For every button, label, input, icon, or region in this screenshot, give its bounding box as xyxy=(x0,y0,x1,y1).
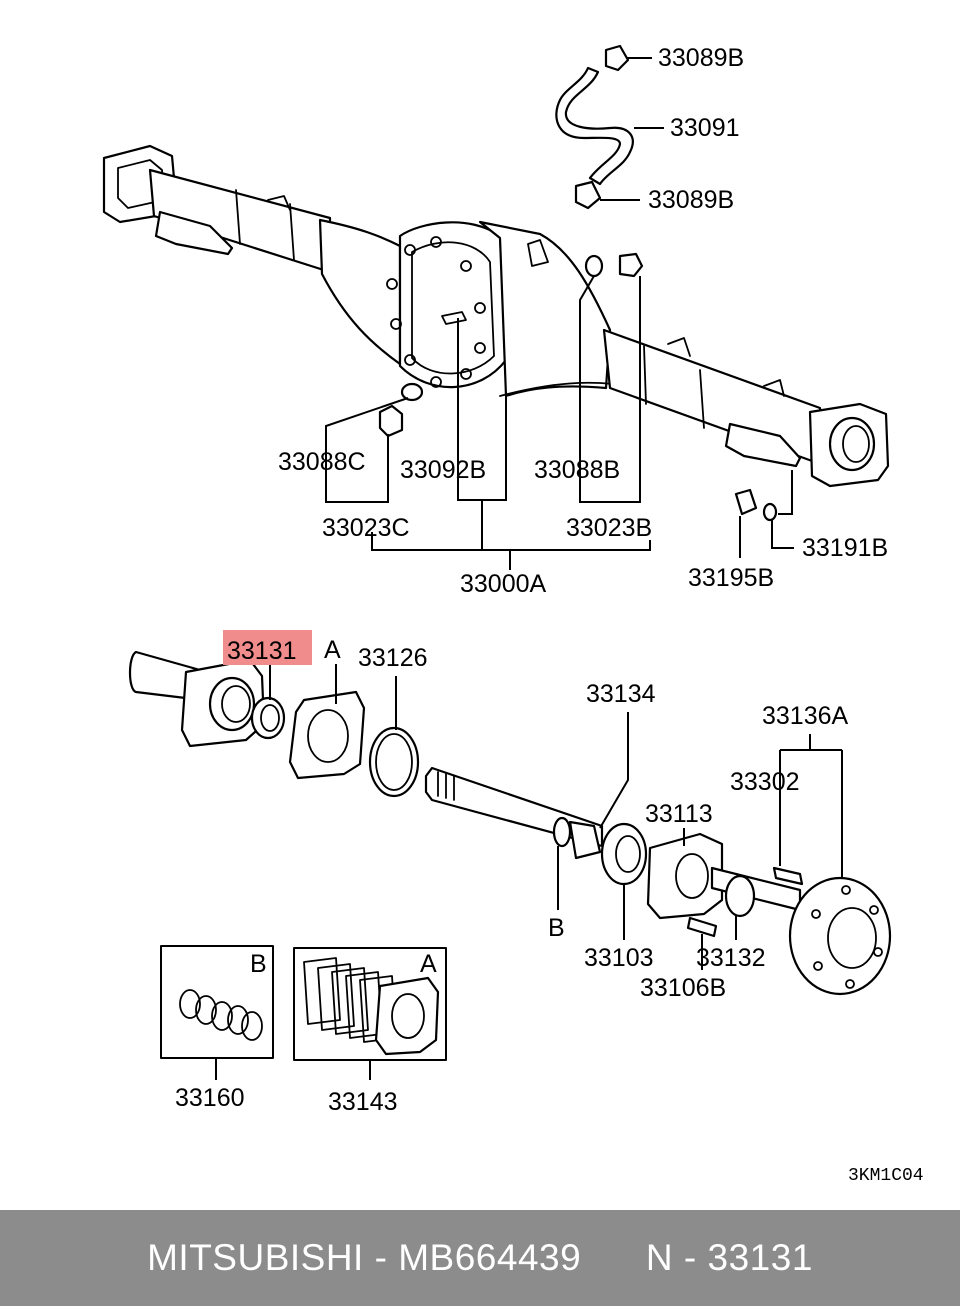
label-33000a: 33000A xyxy=(460,570,547,598)
footer-separator: - xyxy=(363,1237,399,1278)
footer-part-number: MB664439 xyxy=(398,1237,582,1278)
breather-hose-drawing xyxy=(555,44,634,210)
label-33089b-bottom: 33089B xyxy=(648,186,734,214)
axle-shaft-drawing xyxy=(128,650,892,996)
plugs-drawing xyxy=(378,252,778,522)
footer-brand: MITSUBISHI xyxy=(147,1237,364,1278)
label-33023c: 33023C xyxy=(322,514,410,542)
label-33106b: 33106B xyxy=(640,974,726,1002)
label-33131-highlighted: 33131 xyxy=(227,637,297,665)
label-33103: 33103 xyxy=(584,944,654,972)
box-lock-ring-set xyxy=(160,945,274,1080)
footer-ref-separator: - xyxy=(673,1237,708,1278)
label-33088c: 33088C xyxy=(278,448,366,476)
label-box-b: B xyxy=(250,950,267,978)
upper-leader-lines xyxy=(325,57,794,570)
label-33136a: 33136A xyxy=(762,702,849,730)
footer-bar: MITSUBISHI - MB664439 N - 33131 xyxy=(0,1210,960,1306)
part-labels: 33089B 33091 33089B 33088C 33092B 33088B… xyxy=(175,44,924,1186)
label-33160: 33160 xyxy=(175,1084,245,1112)
label-33143: 33143 xyxy=(328,1088,398,1116)
label-33134: 33134 xyxy=(586,680,656,708)
label-33302: 33302 xyxy=(730,768,800,796)
label-callout-a: A xyxy=(324,636,341,664)
label-33023b: 33023B xyxy=(566,514,652,542)
footer-ref-prefix: N xyxy=(645,1237,674,1278)
label-33126: 33126 xyxy=(358,644,428,672)
label-33091: 33091 xyxy=(670,114,740,142)
lower-leader-lines xyxy=(269,664,843,970)
label-33191b: 33191B xyxy=(802,534,888,562)
box-gasket-set xyxy=(293,947,447,1080)
footer-text: MITSUBISHI - MB664439 N - 33131 xyxy=(147,1237,813,1279)
label-box-a: A xyxy=(420,950,437,978)
footer-ref-number: 33131 xyxy=(707,1237,813,1278)
label-33092b: 33092B xyxy=(400,456,486,484)
label-callout-b: B xyxy=(548,914,565,942)
axle-housing-drawing xyxy=(102,144,890,488)
footer-gap xyxy=(581,1237,646,1278)
label-33089b-top: 33089B xyxy=(658,44,744,72)
label-33088b: 33088B xyxy=(534,456,620,484)
label-33113: 33113 xyxy=(645,800,713,828)
highlight-box xyxy=(223,630,312,665)
label-33132: 33132 xyxy=(696,944,766,972)
parts-diagram: 33089B 33091 33089B 33088C 33092B 33088B… xyxy=(102,44,924,1186)
label-33195b: 33195B xyxy=(688,564,774,592)
drawing-code: 3KM1C04 xyxy=(848,1166,924,1186)
